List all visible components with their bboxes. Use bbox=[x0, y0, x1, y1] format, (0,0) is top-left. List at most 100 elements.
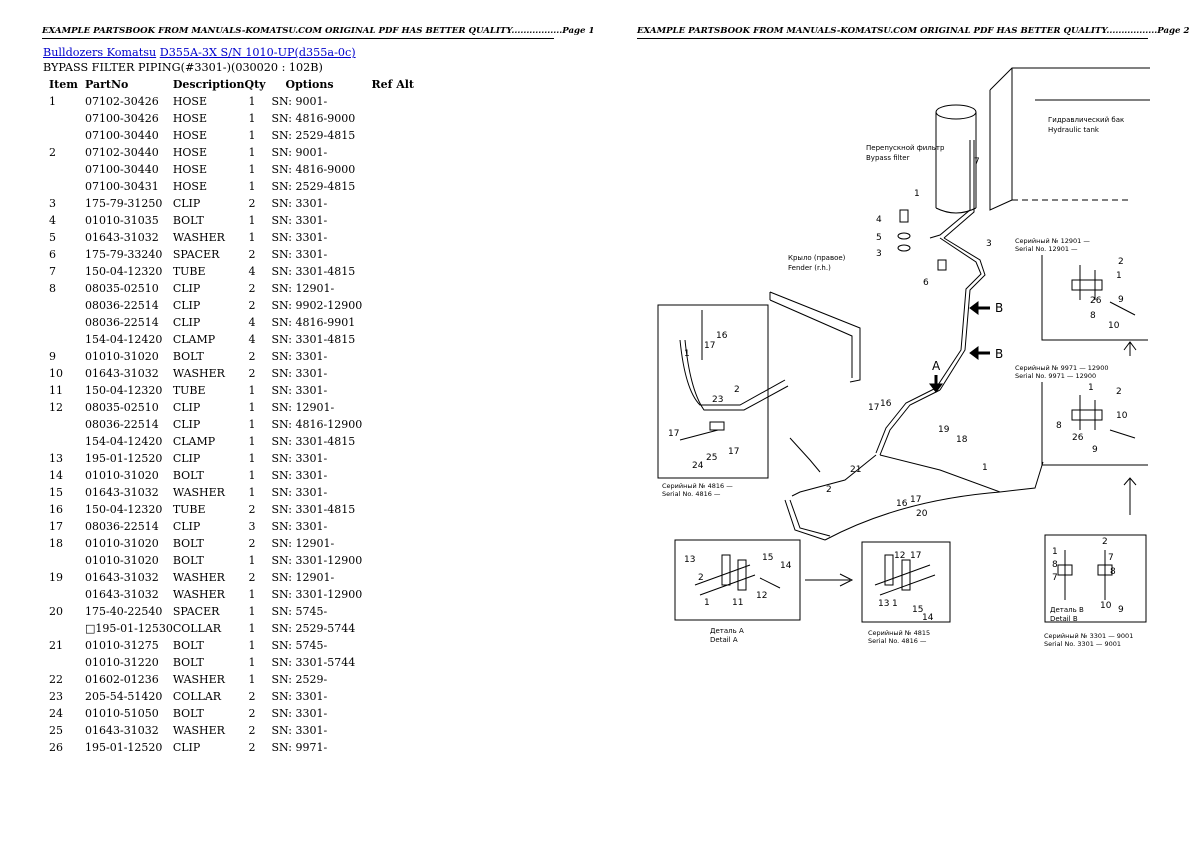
callout-number: 17 bbox=[728, 447, 739, 457]
cell-refalt bbox=[372, 603, 422, 620]
cell-description: CLAMP bbox=[172, 435, 216, 448]
cell-qty: 1 bbox=[248, 401, 256, 414]
cell-item bbox=[43, 620, 85, 637]
cell-options: SN: 9902-12900 bbox=[271, 299, 363, 312]
callout-number: 26 bbox=[1072, 433, 1084, 443]
cell-partno: 154-04-12420 bbox=[85, 333, 163, 346]
cell-options: SN: 3301- bbox=[271, 469, 328, 482]
cell-description: TUBE bbox=[172, 503, 206, 516]
cell-description: WASHER bbox=[172, 673, 225, 686]
callout-number: 11 bbox=[732, 598, 743, 608]
cell-refalt bbox=[372, 161, 422, 178]
cell-options: SN: 4816-12900 bbox=[271, 418, 363, 431]
cell-description: BOLT bbox=[172, 537, 204, 550]
cell-options: SN: 2529-4815 bbox=[271, 129, 356, 142]
inset-serial-4815-ru: Серийный № 4815 bbox=[868, 629, 930, 637]
fastener-stack bbox=[897, 209, 947, 271]
cell-item: 14 bbox=[49, 469, 63, 482]
fender-label-ru: Крыло (правое) bbox=[788, 254, 846, 262]
cell-partno: 01010-31020 bbox=[85, 469, 159, 482]
cell-options: SN: 2529- bbox=[271, 673, 328, 686]
detail-arrow bbox=[805, 573, 854, 587]
cell-refalt bbox=[372, 144, 422, 161]
cell-partno: 07102-30440 bbox=[85, 146, 159, 159]
cell-options: SN: 3301-4815 bbox=[271, 435, 356, 448]
callout-number: 3 bbox=[876, 249, 882, 259]
cell-description: WASHER bbox=[172, 724, 225, 737]
callout-number: 2 bbox=[734, 385, 740, 395]
cell-refalt bbox=[372, 688, 422, 705]
cell-partno: 01643-31032 bbox=[85, 724, 159, 737]
cell-description: BOLT bbox=[172, 469, 204, 482]
cell-qty: 1 bbox=[248, 384, 256, 397]
cell-description: SPACER bbox=[172, 605, 220, 618]
cell-refalt bbox=[372, 637, 422, 654]
column-header-refalt: Ref Alt bbox=[371, 78, 415, 91]
cell-qty: 1 bbox=[248, 622, 256, 635]
callout-number: 1 bbox=[684, 349, 690, 359]
breadcrumb-link-bulldozers[interactable]: Bulldozers Komatsu bbox=[43, 46, 157, 59]
cell-partno: 01643-31032 bbox=[85, 588, 159, 601]
piping bbox=[784, 140, 1044, 541]
cell-description: CLIP bbox=[172, 741, 201, 754]
cell-refalt bbox=[372, 739, 422, 756]
cell-options: SN: 3301- bbox=[271, 486, 328, 499]
cell-qty: 4 bbox=[248, 333, 256, 346]
callout-number: 2 bbox=[1118, 257, 1124, 267]
cell-qty: 1 bbox=[248, 554, 256, 567]
cell-item bbox=[43, 433, 85, 450]
cell-qty: 1 bbox=[248, 129, 256, 142]
fender-label-en: Fender (r.h.) bbox=[788, 264, 831, 272]
cell-description: CLIP bbox=[172, 520, 201, 533]
callout-number: 18 bbox=[956, 435, 968, 445]
cell-partno: 175-79-33240 bbox=[85, 248, 163, 261]
cell-options: SN: 4816-9901 bbox=[271, 316, 356, 329]
bypass-filter: Перепускной фильтр Bypass filter bbox=[866, 104, 977, 214]
cell-partno: 01010-31275 bbox=[85, 639, 159, 652]
cell-partno: 01643-31032 bbox=[85, 367, 159, 380]
cell-item: 16 bbox=[49, 503, 63, 516]
cell-item bbox=[43, 654, 85, 671]
callout-number: 10 bbox=[1116, 411, 1128, 421]
cell-partno: 07100-30426 bbox=[85, 112, 159, 125]
cell-options: SN: 4816-9000 bbox=[271, 112, 356, 125]
cell-item: 12 bbox=[49, 401, 63, 414]
cell-qty: 2 bbox=[248, 690, 256, 703]
cell-description: HOSE bbox=[172, 95, 207, 108]
cell-refalt bbox=[372, 246, 422, 263]
callout-number: 13 bbox=[684, 555, 695, 565]
cell-refalt bbox=[372, 450, 422, 467]
arrow-a-label: A bbox=[932, 359, 941, 373]
callout-number: 24 bbox=[692, 461, 704, 471]
cell-options: SN: 3301- bbox=[271, 724, 328, 737]
cell-description: BOLT bbox=[172, 639, 204, 652]
cell-options: SN: 12901- bbox=[271, 571, 335, 584]
callout-number: 9 bbox=[1118, 295, 1124, 305]
cell-options: SN: 3301- bbox=[271, 197, 328, 210]
cell-qty: 1 bbox=[248, 452, 256, 465]
cell-partno: 195-01-12520 bbox=[85, 741, 163, 754]
cell-refalt bbox=[372, 518, 422, 535]
cell-item: 18 bbox=[49, 537, 63, 550]
inset-serial-4815-en: Serial No. 4816 — bbox=[868, 637, 927, 645]
cell-description: WASHER bbox=[172, 486, 225, 499]
cell-refalt bbox=[372, 433, 422, 450]
cell-description: WASHER bbox=[172, 588, 225, 601]
cell-refalt bbox=[372, 552, 422, 569]
filter-label-ru: Перепускной фильтр bbox=[866, 144, 945, 152]
cell-item: 3 bbox=[49, 197, 56, 210]
cell-qty: 1 bbox=[248, 214, 256, 227]
detail-b: Деталь В Detail B Серийный № 3301 — 9001… bbox=[1044, 534, 1147, 648]
breadcrumb-link-model[interactable]: D355A-3X S/N 1010-UP(d355a-0c) bbox=[159, 46, 356, 59]
